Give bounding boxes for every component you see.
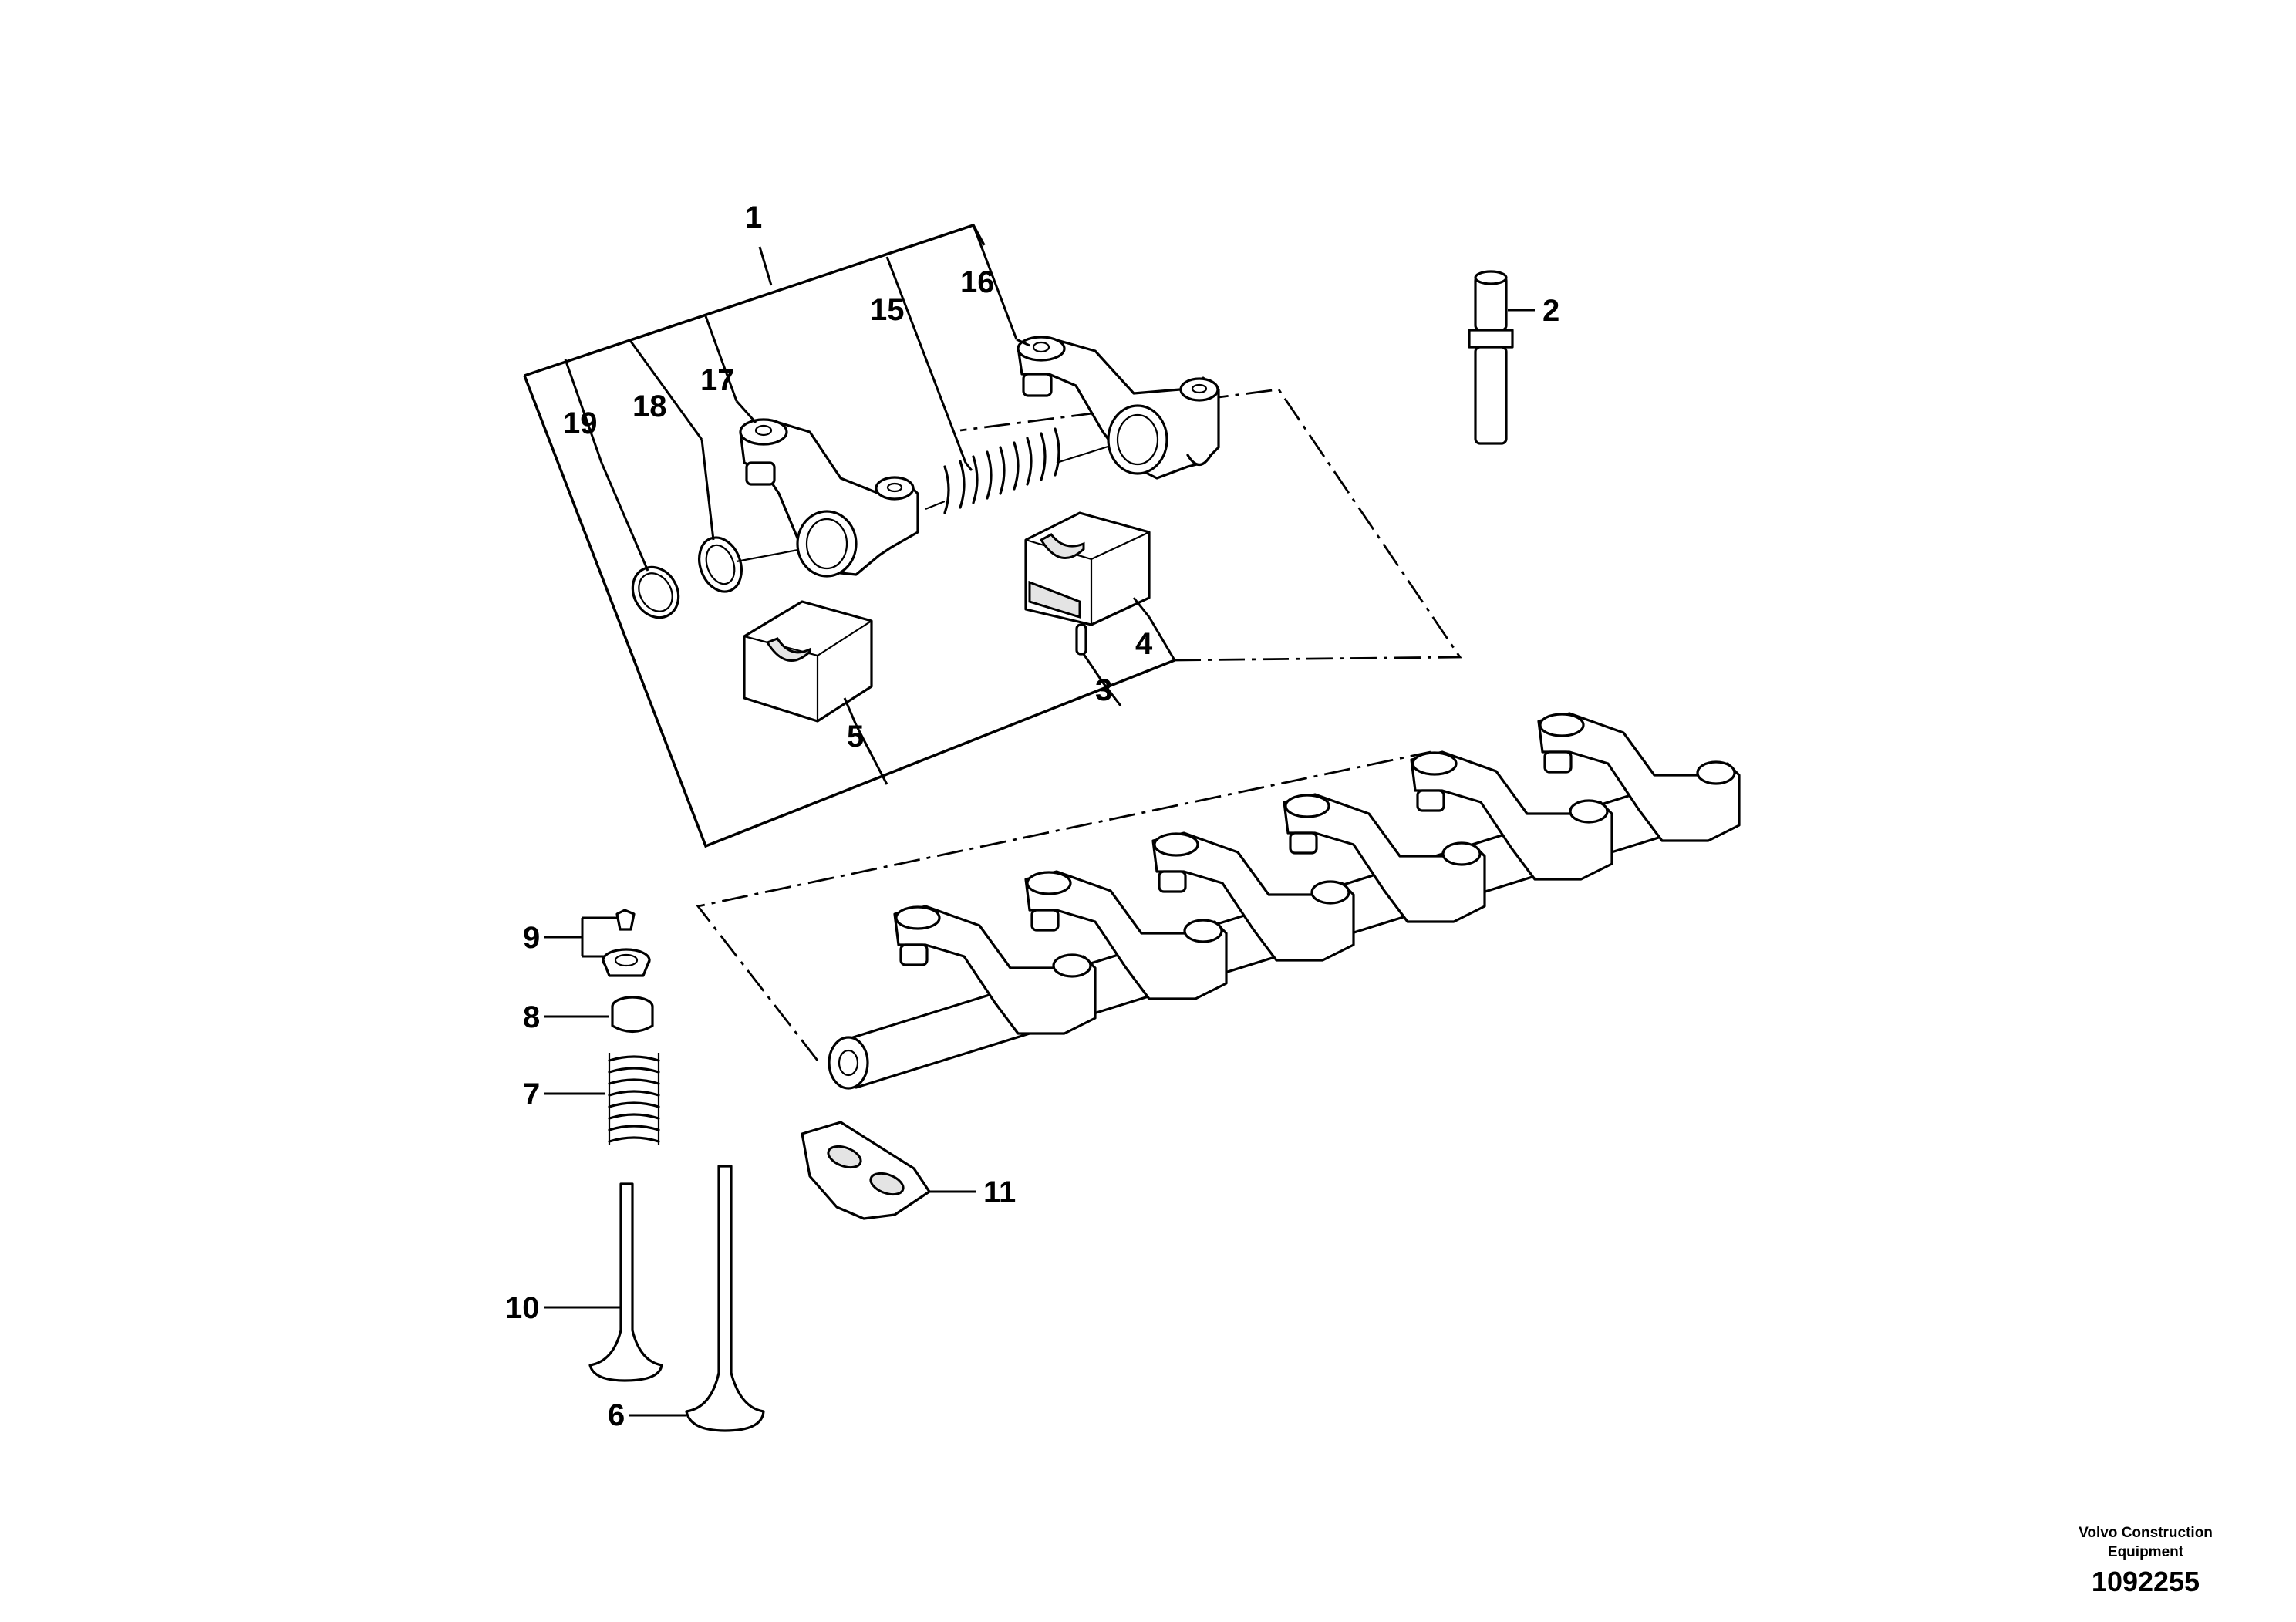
footer-document-number: 1092255 [2091,1566,2200,1597]
callout-16: 16 [960,265,995,299]
callout-18: 18 [632,389,667,423]
shaft-rocker-arm [893,905,1097,1035]
shaft-rocker-arm [1537,712,1741,842]
washer [698,536,743,593]
callout-6: 6 [608,1398,625,1432]
callout-19: 19 [563,406,598,440]
callout-2: 2 [1542,294,1559,328]
shaft-rocker-arm [1024,870,1228,1000]
retaining-ring [631,565,680,619]
spring [925,427,1131,514]
callout-4: 4 [1135,627,1153,661]
valve-spring [544,1053,660,1145]
valve-collet-and-cap [544,909,651,977]
footer-company-name: Volvo Construction Equipment [2079,1525,2213,1560]
valve-bridge [801,1121,976,1220]
shaft-rocker-arm [1151,831,1355,962]
shaft-assembly-outline [696,750,1431,1061]
bolt [1468,270,1535,445]
rocker-arm [739,418,919,578]
callout-1: 1 [745,201,762,234]
callout-3: 3 [1095,673,1112,707]
callout-9: 9 [523,921,540,955]
shaft-rocker-arm [1283,793,1486,923]
leader-lines [600,338,1151,726]
callout-7: 7 [523,1077,540,1111]
rocker-arm [1017,336,1220,480]
callout-15: 15 [870,293,905,327]
rocker-shaft-assembly [828,712,1741,1090]
bearing-bracket [1024,511,1151,626]
kit-frame [523,223,1462,848]
pin [1075,623,1087,656]
callout-17: 17 [700,363,735,397]
valve [544,1182,663,1382]
callout-11: 11 [983,1175,1016,1209]
shaft-rocker-arm [1410,750,1613,881]
callout-10: 10 [505,1291,540,1325]
valve [629,1165,765,1432]
bearing-bracket [743,600,873,723]
callout-8: 8 [523,1000,540,1034]
callout-labels: 1 2 3 4 5 6 7 8 9 10 11 15 16 17 18 19 [505,201,1559,1432]
callout-5: 5 [847,720,864,754]
valve-spring-retainer [544,996,654,1034]
